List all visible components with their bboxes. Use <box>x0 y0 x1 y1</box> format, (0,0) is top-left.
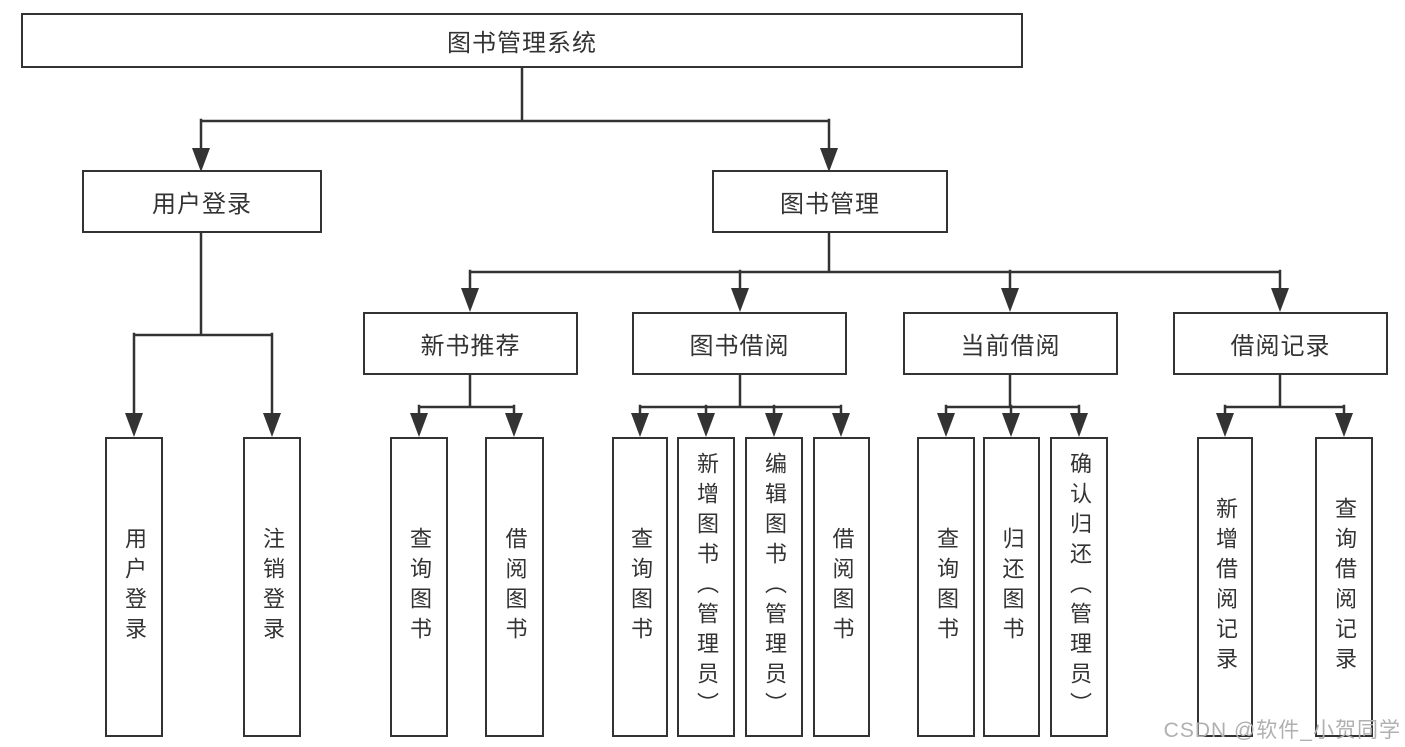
leaf-borrow-books-borrow: 借阅图书 <box>813 437 870 737</box>
csdn-watermark: CSDN @软件_小贺同学 <box>1163 719 1401 742</box>
leaf-add-borrow-record-label: 新增借阅记录 <box>1213 497 1238 677</box>
leaf-borrow-books-borrow-label: 借阅图书 <box>829 527 855 647</box>
leaf-edit-book-admin: 编辑图书（管理员） <box>745 437 803 737</box>
node-book-borrow: 图书借阅 <box>632 312 847 375</box>
leaf-borrow-books-recommend: 借阅图书 <box>485 437 544 737</box>
leaf-return-book: 归还图书 <box>983 437 1040 737</box>
leaf-add-book-admin-label: 新增图书（管理员） <box>694 452 719 722</box>
leaf-user-login: 用户登录 <box>105 437 163 737</box>
leaf-query-books-borrow-label: 查询图书 <box>628 527 653 647</box>
leaf-query-books-current-label: 查询图书 <box>934 527 959 647</box>
node-borrow-records: 借阅记录 <box>1173 312 1388 375</box>
node-user-login: 用户登录 <box>82 170 322 233</box>
leaf-confirm-return-admin: 确认归还（管理员） <box>1050 437 1108 737</box>
arrowheads <box>125 148 1353 437</box>
leaf-return-book-label: 归还图书 <box>999 527 1025 647</box>
leaf-query-borrow-record-label: 查询借阅记录 <box>1332 497 1357 677</box>
leaf-query-books-recommend: 查询图书 <box>390 437 448 737</box>
leaf-borrow-books-recommend-label: 借阅图书 <box>502 527 528 647</box>
leaf-user-login-label: 用户登录 <box>122 527 147 647</box>
leaf-logout-label: 注销登录 <box>260 527 285 647</box>
leaf-logout: 注销登录 <box>243 437 301 737</box>
leaf-query-borrow-record: 查询借阅记录 <box>1315 437 1373 737</box>
leaf-query-books-recommend-label: 查询图书 <box>407 527 432 647</box>
leaf-query-books-current: 查询图书 <box>917 437 975 737</box>
node-book-management: 图书管理 <box>712 170 948 233</box>
leaf-query-books-borrow: 查询图书 <box>612 437 668 737</box>
leaf-edit-book-admin-label: 编辑图书（管理员） <box>762 452 787 722</box>
node-root-system: 图书管理系统 <box>21 13 1023 68</box>
leaf-add-borrow-record: 新增借阅记录 <box>1197 437 1253 737</box>
leaf-confirm-return-admin-label: 确认归还（管理员） <box>1067 452 1092 722</box>
leaf-add-book-admin: 新增图书（管理员） <box>677 437 735 737</box>
node-new-book-recommend: 新书推荐 <box>363 312 578 375</box>
node-current-borrow: 当前借阅 <box>903 312 1118 375</box>
